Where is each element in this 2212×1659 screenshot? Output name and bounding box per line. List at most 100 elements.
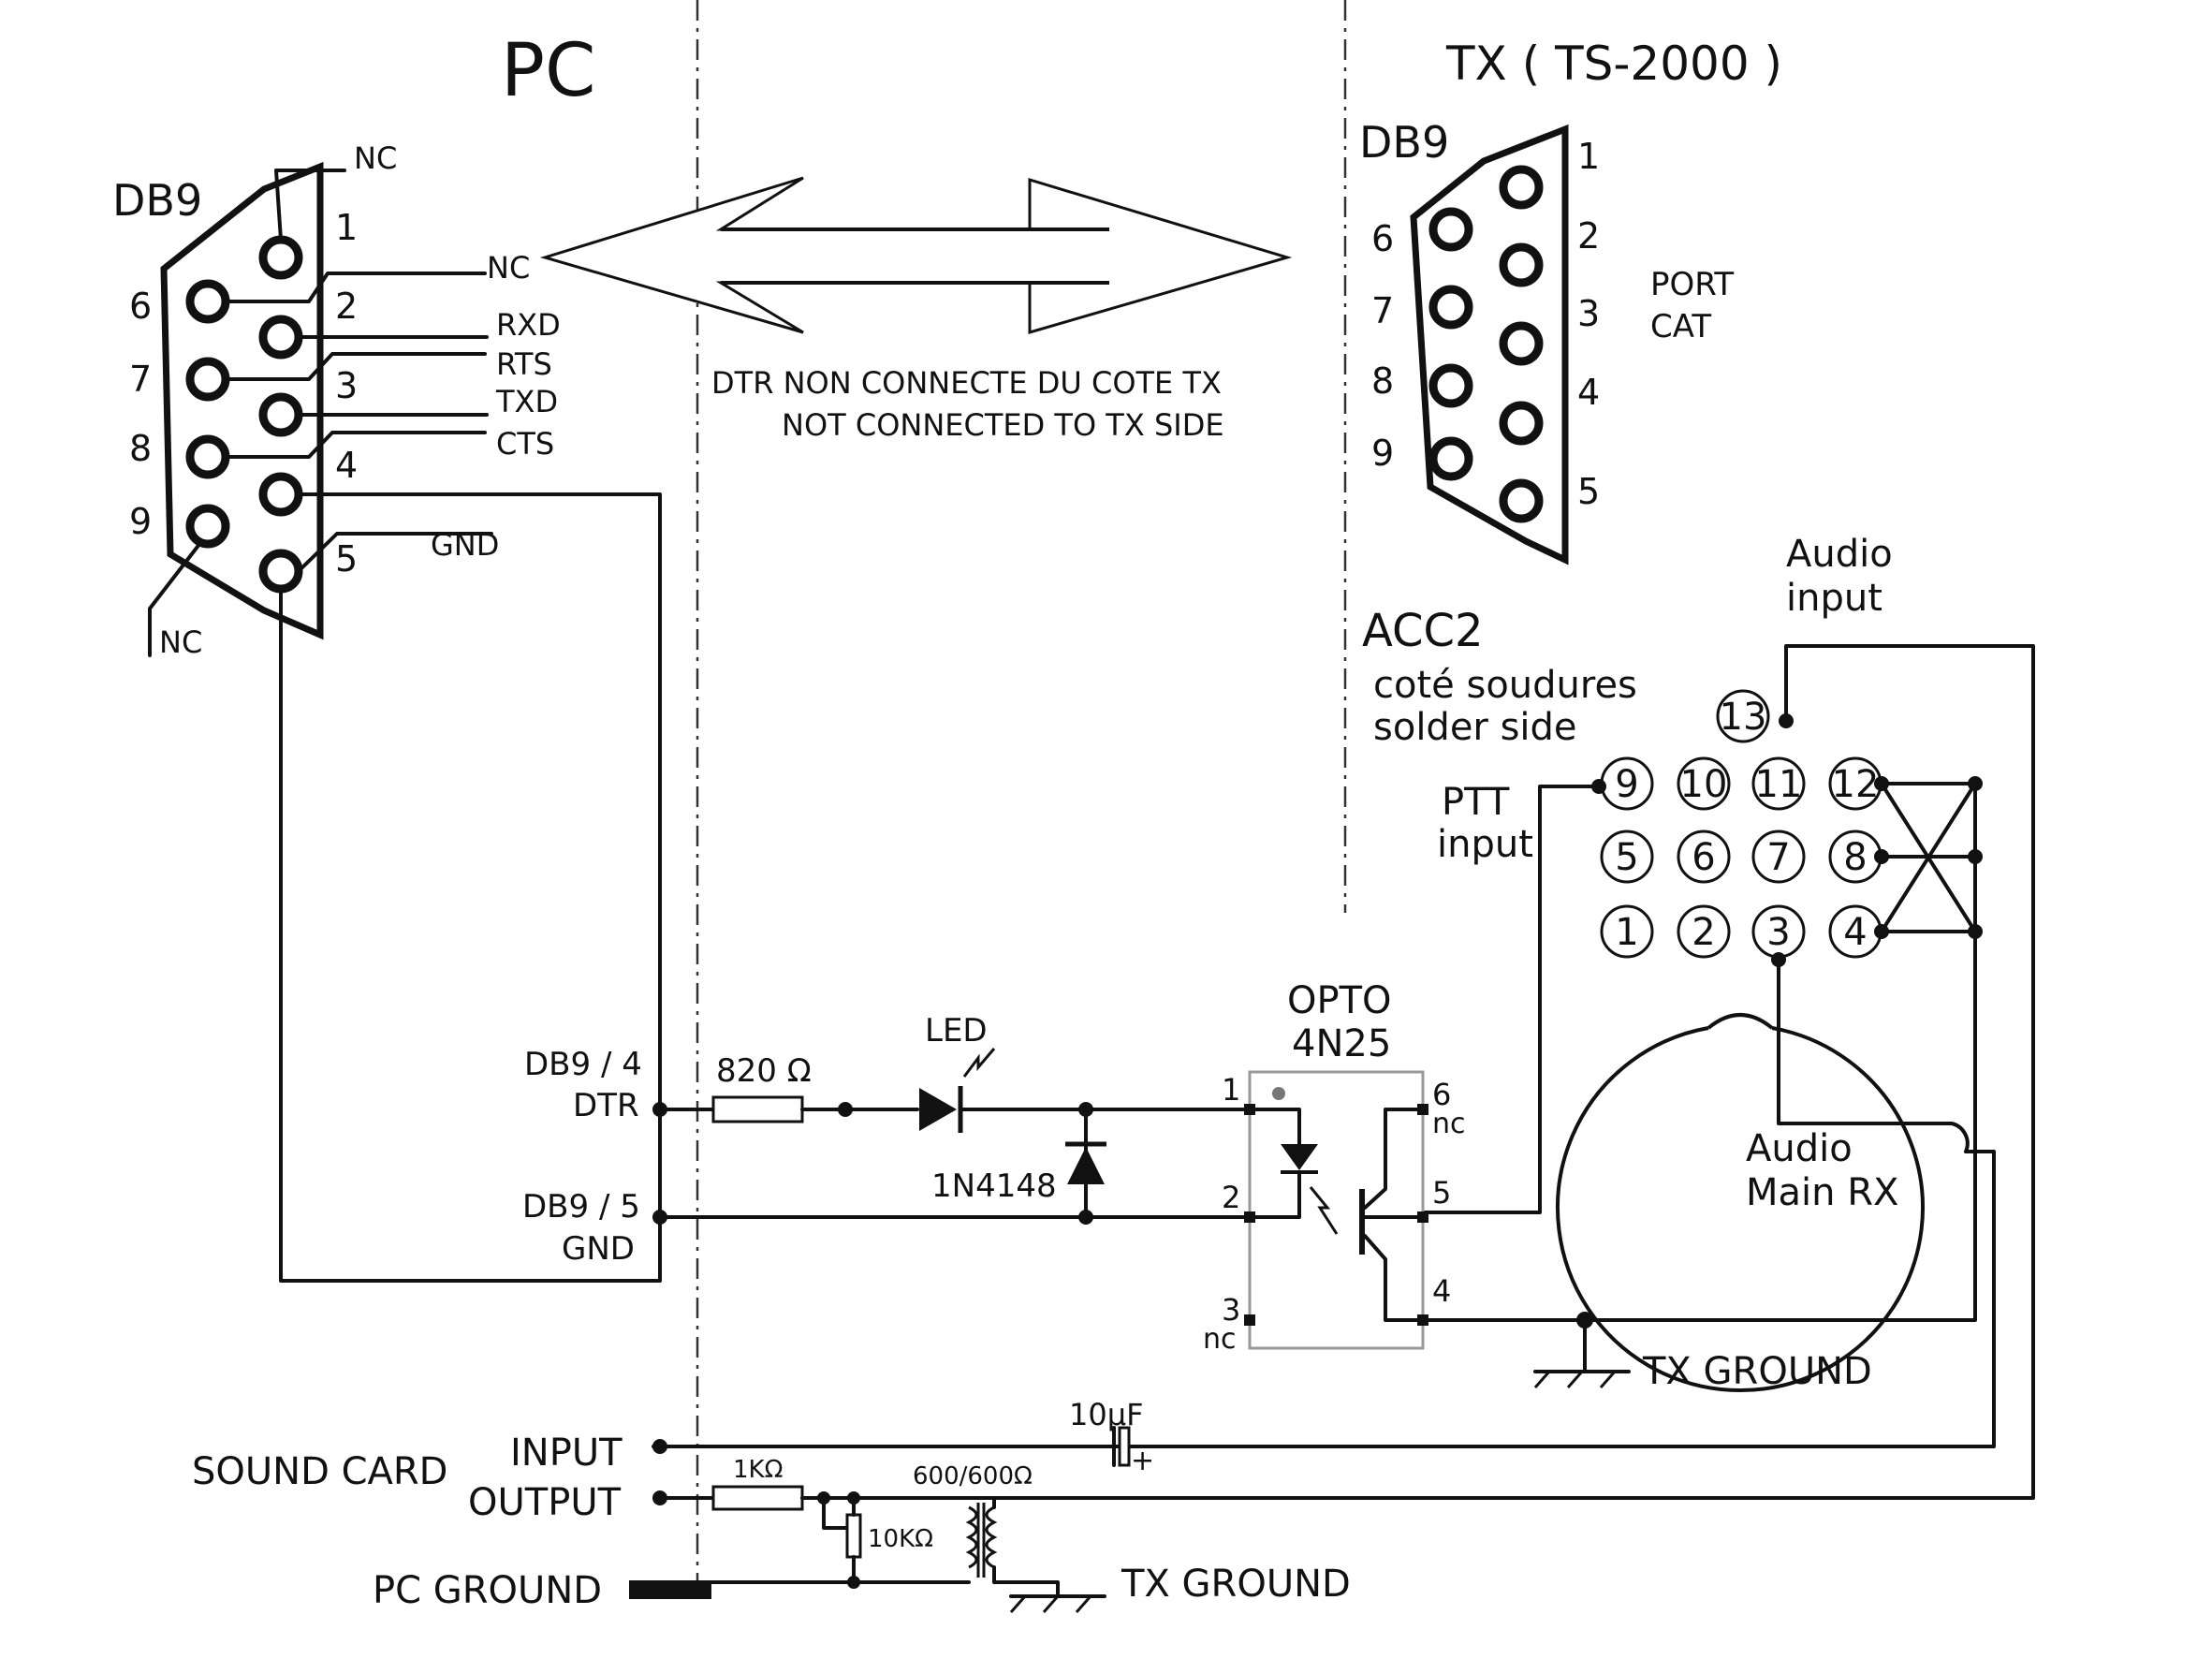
audio-input-label-line1: Audio — [1786, 533, 1893, 576]
pc-db9-pin-number-6: 6 — [129, 286, 152, 327]
acc2-pin-label-7: 7 — [1766, 836, 1790, 879]
pc-db9-wires — [148, 169, 662, 1283]
opto-pin-5: 5 — [1432, 1175, 1451, 1211]
opto-pin-6-nc: nc — [1432, 1108, 1466, 1140]
dtr-circuit-wires — [658, 1048, 1252, 1219]
led-label: LED — [925, 1012, 988, 1050]
sound-card-circuit — [629, 1426, 1131, 1613]
wire-audio-rx-a — [1777, 958, 1954, 1125]
sound-output-label: OUTPUT — [468, 1481, 622, 1524]
capacitor-plate-b — [1118, 1426, 1131, 1467]
pc-nc-pin9-label: NC — [159, 624, 202, 660]
tx-db9-pin-1 — [1499, 165, 1544, 210]
pc-db9-pin-number-4: 4 — [335, 445, 358, 486]
pc-db9-pin-7 — [185, 357, 230, 402]
acc2-wires — [652, 644, 2035, 1500]
acc2-side-line2: solder side — [1373, 706, 1577, 749]
resistor-1k — [711, 1485, 804, 1511]
pc-nc-top-label: NC — [354, 140, 397, 176]
acc2-pin-label-4: 4 — [1843, 911, 1867, 954]
transformer-primary — [965, 1505, 978, 1569]
pc-rxd-label: RXD — [496, 307, 561, 343]
wire-pin6-nc — [224, 272, 487, 303]
pc-db9-pin-number-8: 8 — [129, 428, 152, 469]
pc-db9-shell — [160, 161, 324, 640]
tx-db9-label: DB9 — [1359, 117, 1449, 168]
pc-txd-label: TXD — [495, 384, 558, 419]
opto-pin-4: 4 — [1432, 1273, 1451, 1309]
acc2-pin-10 — [1677, 756, 1731, 811]
acc2-pin-1 — [1600, 904, 1654, 959]
diode-label: 1N4148 — [931, 1167, 1057, 1205]
resistor-820-label: 820 Ω — [716, 1052, 812, 1090]
tx-port-label-line1: PORT — [1650, 266, 1734, 303]
tx-db9-pin-number-7: 7 — [1371, 290, 1394, 331]
acc2-side-line1: coté soudures — [1373, 664, 1637, 707]
wire-pin7-rts — [224, 352, 487, 381]
pc-cts-label: CTS — [496, 426, 554, 462]
acc2-pin-2 — [1677, 904, 1731, 959]
pc-db9-pin-number-5: 5 — [335, 538, 358, 580]
acc2-pin-label-13: 13 — [1720, 696, 1767, 739]
transformer-secondary — [985, 1505, 998, 1569]
wire-crossover-hop — [1950, 1122, 1970, 1153]
tx-db9-pin-number-1: 1 — [1577, 136, 1600, 177]
acc2-pin-label-1: 1 — [1615, 911, 1638, 954]
tx-db9-pin-4 — [1499, 401, 1544, 446]
acc2-connector — [1556, 1013, 1925, 1393]
pc-db9-pin-3 — [258, 392, 303, 437]
led-light-arrow — [962, 1048, 996, 1078]
audio-rx-label-line1: Audio — [1746, 1127, 1853, 1170]
tx-db9-pin-number-8: 8 — [1371, 360, 1394, 402]
sound-card-label: SOUND CARD — [192, 1450, 447, 1493]
resistor-1k-label: 1KΩ — [733, 1456, 783, 1484]
opto-4n25 — [1244, 1070, 1428, 1350]
acc2-shell — [1556, 1026, 1925, 1393]
opto-pin-2: 2 — [1222, 1180, 1240, 1215]
ptt-label-line2: input — [1437, 823, 1533, 866]
acc2-pin-11 — [1751, 756, 1806, 811]
tx-db9-pin-number-5: 5 — [1577, 471, 1600, 512]
audio-rx-label-line2: Main RX — [1746, 1171, 1898, 1214]
acc2-pin-label-2: 2 — [1692, 911, 1715, 954]
capacitor-label: 10µF — [1069, 1397, 1143, 1432]
pc-db9-connector — [160, 161, 324, 640]
acc2-pin-label-5: 5 — [1615, 836, 1638, 879]
opto-pin-3-nc: nc — [1203, 1323, 1237, 1356]
tx-db9-pin-number-4: 4 — [1577, 372, 1600, 413]
tx-db9-pin-number-9: 9 — [1371, 433, 1394, 474]
pc-ground-bar — [629, 1580, 711, 1599]
wire-pin5-gnd — [297, 532, 493, 573]
acc2-pins — [1600, 689, 1882, 959]
dtr-label-line2: DTR — [573, 1087, 639, 1124]
pc-db9-pin-8 — [185, 434, 230, 479]
pc-db9-pin-number-7: 7 — [129, 359, 152, 400]
led-symbol — [919, 1088, 957, 1131]
opto-pin-3: 3 — [1222, 1292, 1240, 1328]
acc2-pin-label-6: 6 — [1692, 836, 1715, 879]
pc-db9-pin-9 — [185, 504, 230, 549]
pc-db9-pin-4 — [258, 472, 303, 517]
acc2-pin-label-12: 12 — [1832, 763, 1880, 806]
pc-ground-label: PC GROUND — [373, 1569, 602, 1612]
double-arrow — [539, 176, 1293, 334]
gnd-label-line1: DB9 / 5 — [522, 1188, 640, 1226]
acc2-key-notch — [1707, 1013, 1774, 1030]
diode-1n4148-symbol — [1067, 1147, 1105, 1184]
acc2-pin-label-9: 9 — [1615, 763, 1638, 806]
opto-label-line1: OPTO — [1287, 979, 1392, 1022]
pc-db9-pin-number-9: 9 — [129, 501, 152, 542]
pc-header: PC — [501, 29, 596, 113]
tx-ground-label-sound: TX GROUND — [1121, 1563, 1351, 1606]
pc-db9-pin-6 — [185, 279, 230, 324]
tx-db9-pin-number-2: 2 — [1577, 215, 1600, 257]
tx-ground-label-opto: TX GROUND — [1642, 1350, 1872, 1393]
ptt-label-line1: PTT — [1442, 781, 1510, 824]
pc-rts-label: RTS — [496, 346, 552, 382]
tx-header: TX ( TS-2000 ) — [1445, 37, 1782, 91]
pc-db9-pin-5 — [258, 549, 303, 594]
audio-input-label-line2: input — [1786, 577, 1882, 620]
arrow-note-line1: DTR NON CONNECTE DU COTE TX — [711, 365, 1222, 401]
tx-db9-connector — [1410, 124, 1569, 565]
